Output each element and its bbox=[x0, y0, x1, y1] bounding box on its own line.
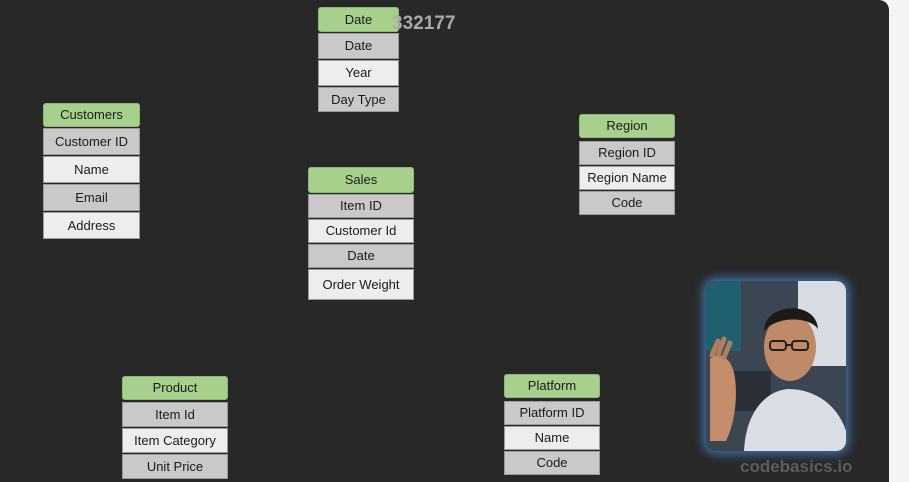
table-field: Item Category bbox=[122, 428, 228, 453]
table-field: Code bbox=[504, 451, 600, 475]
customers-table: Customers Customer ID Name Email Address bbox=[43, 103, 140, 239]
table-header: Product bbox=[122, 376, 228, 400]
table-field: Platform ID bbox=[504, 401, 600, 425]
table-field: Name bbox=[43, 156, 140, 183]
table-field: Date bbox=[318, 33, 399, 59]
region-table: Region Region ID Region Name Code bbox=[579, 114, 675, 215]
sales-table: Sales Item ID Customer Id Date Order Wei… bbox=[308, 167, 414, 300]
table-field: Customer ID bbox=[43, 128, 140, 155]
table-field: Year bbox=[318, 60, 399, 86]
table-field: Day Type bbox=[318, 87, 399, 112]
table-field: Name bbox=[504, 426, 600, 450]
presenter-illustration bbox=[706, 281, 846, 451]
table-field: Item ID bbox=[308, 194, 414, 218]
table-field: Address bbox=[43, 212, 140, 239]
table-field: Order Weight bbox=[308, 269, 414, 300]
webcam-presenter bbox=[706, 281, 846, 451]
platform-table: Platform Platform ID Name Code bbox=[504, 374, 600, 475]
table-header: Sales bbox=[308, 167, 414, 193]
brand-watermark: codebasics.io bbox=[740, 457, 853, 476]
table-field: Customer Id bbox=[308, 219, 414, 243]
table-field: Date bbox=[308, 244, 414, 268]
diagram-canvas: Date Date Year Day Type 332177 Customers… bbox=[0, 0, 889, 482]
table-field: Unit Price bbox=[122, 454, 228, 479]
date-table: Date Date Year Day Type bbox=[318, 7, 399, 112]
table-header: Customers bbox=[43, 103, 140, 127]
table-field: Region ID bbox=[579, 141, 675, 165]
table-header: Platform bbox=[504, 374, 600, 398]
watermark-number: 332177 bbox=[392, 13, 456, 34]
product-table: Product Item Id Item Category Unit Price bbox=[122, 376, 228, 479]
table-header: Region bbox=[579, 114, 675, 138]
table-field: Region Name bbox=[579, 166, 675, 190]
table-field: Item Id bbox=[122, 402, 228, 427]
table-field: Email bbox=[43, 184, 140, 211]
table-field: Code bbox=[579, 191, 675, 215]
table-header: Date bbox=[318, 7, 399, 32]
